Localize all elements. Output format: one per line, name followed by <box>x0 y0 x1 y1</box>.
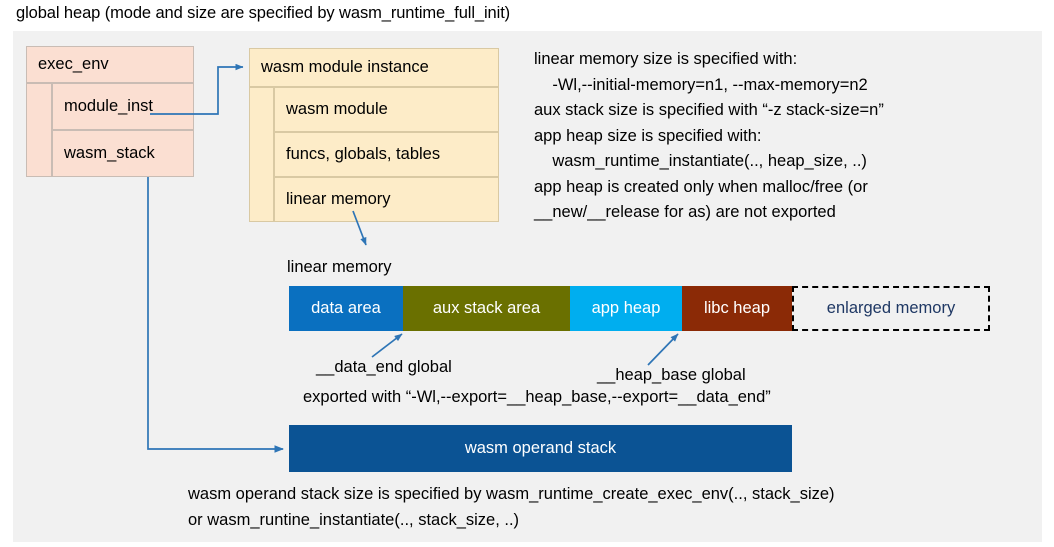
module-field-funcs-globals-tables-box <box>274 132 499 177</box>
page-title: global heap (mode and size are specified… <box>16 4 511 22</box>
annotation-heap-base: __heap_base global <box>597 366 746 384</box>
linear-memory-notes: linear memory size is specified with: -W… <box>534 50 884 221</box>
exec-env-header: exec_env <box>26 46 194 83</box>
memory-segment-enlarged-memory-label: enlarged memory <box>826 299 956 317</box>
module-field-wasm-module-box <box>274 87 499 132</box>
exec-env-field-module-inst: module_inst <box>52 83 194 130</box>
memory-segment-data-area[interactable]: data area <box>289 286 403 331</box>
exec-env-field-wasm-stack-box <box>52 130 194 177</box>
exec-env-gutter <box>26 83 52 177</box>
module-instance-box <box>249 48 499 87</box>
linear-memory-field-label: linear memory <box>286 190 391 208</box>
memory-segment-aux-stack-area[interactable]: aux stack area <box>403 286 570 331</box>
memory-segment-enlarged-memory[interactable]: enlarged memory <box>792 286 990 331</box>
exec-env-header-label: exec_env <box>38 55 109 73</box>
module-instance-header-label: wasm module instance <box>261 58 429 76</box>
memory-segment-libc-heap-label: libc heap <box>703 299 771 317</box>
module-inst-label: module_inst <box>64 97 153 115</box>
wasm-module-label: wasm module <box>286 100 388 118</box>
module-instance-gutter <box>249 87 274 222</box>
wasm-operand-stack-label: wasm operand stack <box>464 439 617 457</box>
memory-segment-libc-heap[interactable]: libc heap <box>682 286 792 331</box>
module-field-linear-memory: linear memory <box>274 177 499 222</box>
memory-segment-aux-stack-area-label: aux stack area <box>432 299 541 317</box>
funcs-globals-tables-label: funcs, globals, tables <box>286 145 441 163</box>
wasm-stack-label: wasm_stack <box>64 144 155 162</box>
module-instance-header: wasm module instance <box>249 48 499 87</box>
module-field-wasm-module: wasm module <box>274 87 499 132</box>
operand-stack-notes: wasm operand stack size is specified by … <box>188 485 835 529</box>
module-field-linear-memory-box <box>274 177 499 222</box>
annotation-exported-with: exported with “-Wl,--export=__heap_base,… <box>303 388 771 406</box>
annotation-data-end: __data_end global <box>316 358 452 376</box>
linear-memory-caption: linear memory <box>287 258 392 276</box>
memory-segment-app-heap[interactable]: app heap <box>570 286 682 331</box>
module-field-funcs-globals-tables: funcs, globals, tables <box>274 132 499 177</box>
wasm-operand-stack-box[interactable]: wasm operand stack <box>289 425 792 472</box>
memory-segment-app-heap-label: app heap <box>591 299 661 317</box>
exec-env-field-wasm-stack: wasm_stack <box>52 130 194 177</box>
memory-segment-data-area-label: data area <box>311 299 381 317</box>
